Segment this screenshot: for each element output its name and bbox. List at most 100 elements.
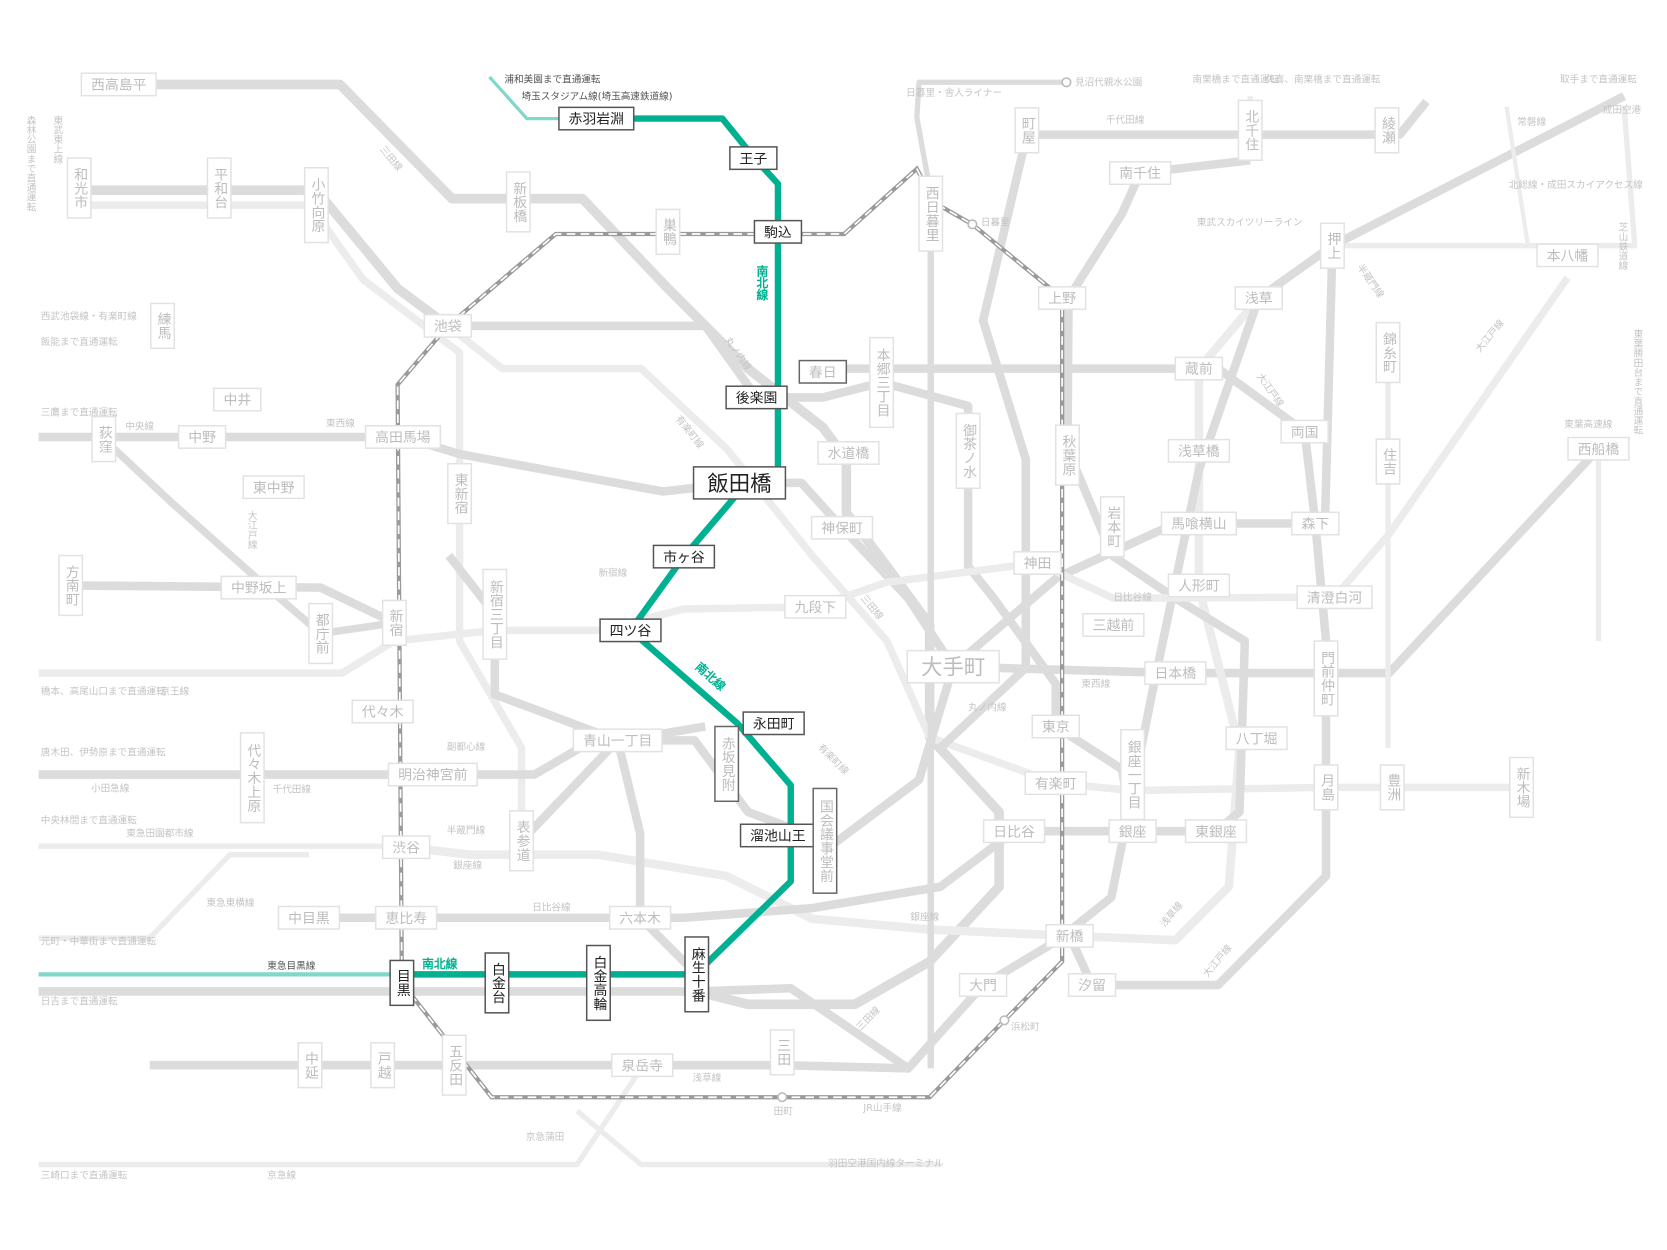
station-春日[interactable]: 春日 (798, 359, 848, 384)
station-神田[interactable]: 神田 (1013, 551, 1062, 575)
station-東中野[interactable]: 東中野 (242, 475, 305, 500)
station-恵比寿[interactable]: 恵比寿 (374, 905, 438, 930)
station-水道橋[interactable]: 水道橋 (817, 441, 880, 465)
station-東京[interactable]: 東京 (1031, 714, 1080, 739)
station-白金台[interactable]: 白金台 (484, 952, 510, 1014)
station-九段下[interactable]: 九段下 (784, 594, 847, 619)
station-代々木上原[interactable]: 代々木上原 (239, 732, 265, 824)
station-四ツ谷[interactable]: 四ツ谷 (599, 618, 662, 643)
station-人形町[interactable]: 人形町 (1167, 573, 1231, 598)
station-永田町[interactable]: 永田町 (742, 711, 805, 736)
station-豊洲[interactable]: 豊洲 (1379, 764, 1405, 811)
station-新宿[interactable]: 新宿 (381, 599, 407, 647)
station-国会議事堂前[interactable]: 国会議事堂前 (812, 787, 838, 894)
station-新宿三丁目[interactable]: 新宿三丁目 (482, 568, 508, 660)
station-馬喰横山[interactable]: 馬喰横山 (1160, 511, 1238, 536)
station-神保町[interactable]: 神保町 (810, 515, 874, 540)
station-新板橋[interactable]: 新板橋 (505, 171, 531, 233)
line-label: 森林公園まで直通運転 (25, 115, 37, 212)
station-町屋[interactable]: 町屋 (1014, 107, 1040, 154)
station-日本橋[interactable]: 日本橋 (1144, 661, 1207, 686)
station-平和台[interactable]: 平和台 (206, 157, 232, 219)
station-代々木[interactable]: 代々木 (351, 699, 414, 724)
station-王子[interactable]: 王子 (729, 146, 778, 171)
station-市ヶ谷[interactable]: 市ヶ谷 (652, 544, 716, 569)
station-方南町[interactable]: 方南町 (58, 554, 84, 617)
station-都庁前[interactable]: 都庁前 (308, 602, 334, 665)
station-池袋[interactable]: 池袋 (423, 313, 473, 338)
station-白金高輪[interactable]: 白金高輪 (585, 944, 611, 1022)
station-練馬[interactable]: 練馬 (150, 302, 176, 350)
station-月島[interactable]: 月島 (1313, 764, 1339, 811)
line-label: 日吉まで直通運転 (41, 995, 118, 1007)
station-西日暮里[interactable]: 西日暮里 (918, 175, 944, 252)
station-name: 和光市 (71, 167, 88, 209)
station-大門[interactable]: 大門 (958, 973, 1008, 998)
station-本郷三丁目[interactable]: 本郷三丁目 (869, 336, 895, 429)
station-東銀座[interactable]: 東銀座 (1184, 819, 1248, 844)
station-name: 新木場 (1514, 767, 1531, 809)
station-門前仲町[interactable]: 門前仲町 (1313, 640, 1339, 717)
station-box (810, 515, 874, 540)
station-汐留[interactable]: 汐留 (1067, 973, 1117, 998)
station-泉岳寺[interactable]: 泉岳寺 (611, 1053, 674, 1078)
station-三越前[interactable]: 三越前 (1082, 613, 1145, 637)
station-六本木[interactable]: 六本木 (608, 905, 672, 930)
station-巣鴨[interactable]: 巣鴨 (655, 208, 681, 256)
station-麻生十番[interactable]: 麻生十番 (684, 936, 710, 1013)
station-青山一丁目[interactable]: 青山一丁目 (572, 728, 663, 753)
station-銀座一丁目[interactable]: 銀座一丁目 (1120, 728, 1146, 821)
station-渋谷[interactable]: 渋谷 (381, 835, 431, 860)
station-新橋[interactable]: 新橋 (1045, 923, 1094, 948)
station-赤羽岩淵[interactable]: 赤羽岩淵 (558, 106, 635, 131)
station-錦糸町[interactable]: 錦糸町 (1375, 321, 1401, 384)
station-大手町[interactable]: 大手町 (906, 649, 1000, 684)
station-浅草[interactable]: 浅草 (1234, 286, 1283, 311)
station-本八幡[interactable]: 本八幡 (1536, 243, 1599, 268)
station-新木場[interactable]: 新木場 (1509, 756, 1535, 819)
station-中目黒[interactable]: 中目黒 (277, 905, 341, 930)
station-南千住[interactable]: 南千住 (1108, 161, 1172, 186)
station-森下[interactable]: 森下 (1291, 511, 1340, 536)
station-高田馬場[interactable]: 高田馬場 (364, 425, 442, 449)
station-name: 明治神宮前 (398, 767, 468, 784)
station-小竹向原[interactable]: 小竹向原 (303, 166, 329, 244)
station-明治神宮前[interactable]: 明治神宮前 (387, 762, 478, 787)
station-荻窪[interactable]: 荻窪 (91, 415, 117, 463)
station-西高島平[interactable]: 西高島平 (80, 72, 157, 97)
station-上野[interactable]: 上野 (1037, 286, 1087, 311)
station-中井[interactable]: 中井 (213, 387, 262, 412)
station-清澄白河[interactable]: 清澄白河 (1296, 585, 1373, 610)
station-日比谷[interactable]: 日比谷 (982, 819, 1046, 844)
station-西船橋[interactable]: 西船橋 (1567, 436, 1630, 461)
station-表参道[interactable]: 表参道 (509, 810, 535, 872)
station-中延[interactable]: 中延 (297, 1041, 323, 1089)
station-有楽町[interactable]: 有楽町 (1024, 771, 1087, 796)
station-溜池山王[interactable]: 溜池山王 (739, 823, 817, 848)
station-赤坂見附[interactable]: 赤坂見附 (714, 725, 740, 803)
station-box (1167, 573, 1231, 598)
station-押上[interactable]: 押上 (1319, 222, 1345, 269)
station-銀座[interactable]: 銀座 (1108, 819, 1157, 844)
station-飯田橋[interactable]: 飯田橋 (692, 466, 787, 500)
station-中野坂上[interactable]: 中野坂上 (220, 575, 297, 600)
station-綾瀬[interactable]: 綾瀬 (1374, 107, 1400, 154)
station-御茶ノ水[interactable]: 御茶ノ水 (955, 412, 981, 489)
station-両国[interactable]: 両国 (1280, 419, 1329, 444)
station-浅草橋[interactable]: 浅草橋 (1167, 438, 1231, 463)
station-目黒[interactable]: 目黒 (389, 959, 415, 1007)
station-三田[interactable]: 三田 (769, 1029, 795, 1076)
station-岩本町[interactable]: 岩本町 (1099, 496, 1125, 558)
station-東新宿[interactable]: 東新宿 (447, 462, 473, 525)
station-後楽園[interactable]: 後楽園 (725, 385, 788, 410)
station-戸越[interactable]: 戸越 (370, 1041, 396, 1089)
station-和光市[interactable]: 和光市 (66, 157, 92, 219)
station-駒込[interactable]: 駒込 (753, 219, 803, 244)
station-五反田[interactable]: 五反田 (441, 1034, 467, 1096)
station-秋葉原[interactable]: 秋葉原 (1054, 424, 1080, 486)
station-八丁堀[interactable]: 八丁堀 (1225, 726, 1288, 751)
station-住吉[interactable]: 住吉 (1375, 438, 1401, 485)
station-蔵前[interactable]: 蔵前 (1174, 356, 1224, 381)
station-北千住[interactable]: 北千住 (1237, 99, 1263, 162)
station-中野[interactable]: 中野 (177, 425, 227, 449)
